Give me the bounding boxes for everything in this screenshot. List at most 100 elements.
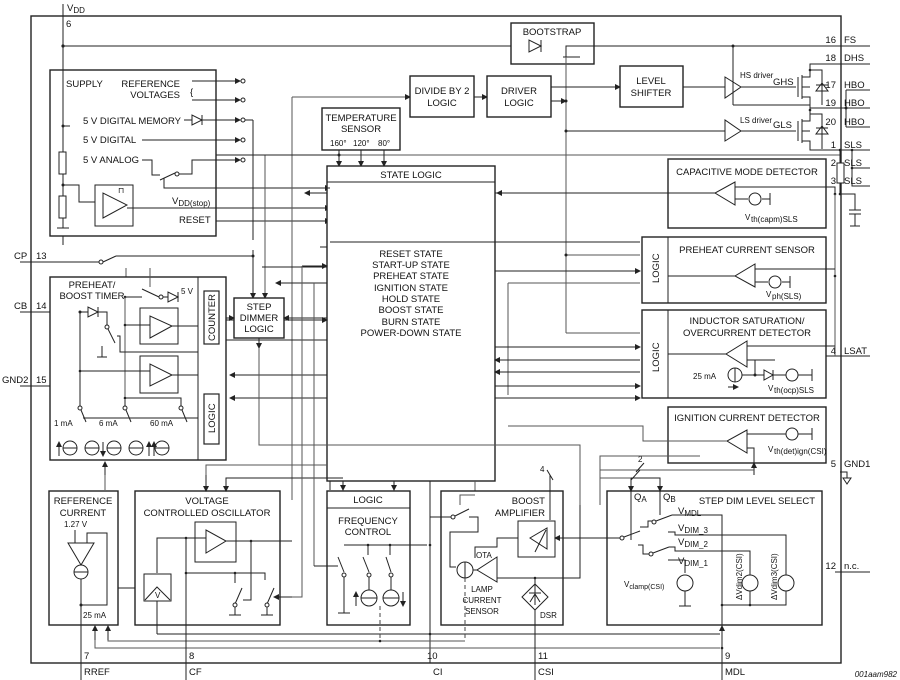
svg-text:V: V (768, 445, 774, 454)
vdim1-label: VDIM_1 (678, 556, 708, 568)
svg-text:16: 16 (825, 35, 836, 46)
svg-text:TEMPERATURE: TEMPERATURE (325, 113, 396, 124)
supply-title: SUPPLY (66, 79, 103, 90)
diode-icon (528, 39, 543, 53)
svg-text:2: 2 (831, 158, 836, 169)
svg-text:LOGIC: LOGIC (651, 253, 662, 283)
ignition-current-detector-block: IGNITION CURRENT DETECTOR V th(det)ign(C… (508, 406, 827, 470)
low-side-mosfet-icon (797, 105, 840, 151)
svg-text:19: 19 (825, 98, 836, 109)
svg-text:DHS: DHS (844, 53, 864, 64)
hs-driver: HS driver GHS (724, 71, 796, 99)
comparator-icon (725, 340, 748, 368)
ota-icon (476, 556, 498, 583)
voltage-source-icon (785, 427, 799, 441)
state-item: BURN STATE (382, 317, 441, 328)
svg-text:REFERENCE: REFERENCE (54, 496, 113, 507)
svg-text:SLS: SLS (844, 140, 862, 151)
switch-icon (652, 546, 670, 554)
switch-icon (234, 587, 243, 605)
switch-icon (159, 172, 176, 181)
svg-text:13: 13 (36, 251, 47, 262)
svg-text:GND2: GND2 (2, 375, 28, 386)
svg-text:SLS: SLS (844, 176, 862, 187)
state-item: PREHEAT STATE (373, 271, 449, 282)
svg-text:th(det)ign(CSI): th(det)ign(CSI) (774, 447, 827, 456)
svg-text:MDL: MDL (725, 667, 745, 678)
svg-text:9: 9 (725, 651, 730, 662)
svg-text:CB: CB (14, 301, 27, 312)
svg-text:11: 11 (538, 651, 548, 662)
state-logic-title: STATE LOGIC (380, 170, 442, 181)
svg-text:RREF: RREF (84, 667, 110, 678)
state-item: IGNITION STATE (374, 283, 448, 294)
svg-text:5 V: 5 V (181, 287, 194, 296)
svg-text:th(ocp)SLS: th(ocp)SLS (774, 386, 814, 395)
state-item: HOLD STATE (382, 294, 440, 305)
svg-text:3: 3 (831, 176, 836, 187)
resistor-icon (58, 195, 67, 219)
svg-text:CURRENT: CURRENT (462, 596, 501, 605)
svg-text:GHS: GHS (773, 77, 794, 88)
svg-text:DRIVER: DRIVER (501, 86, 537, 97)
svg-text:LOGIC: LOGIC (427, 98, 457, 109)
right-pins: 16 FS 18 DHS 17 HBO 19 HBO 20 HBO 1 SLS … (775, 35, 870, 573)
step-dim-level-select-block: STEP DIM LEVEL SELECT QA QB 2 VMDL VDIM_… (606, 455, 823, 650)
vmdl-label: VMDL (678, 506, 702, 518)
voltage-source-icon (748, 192, 762, 206)
svg-text:LOGIC: LOGIC (651, 342, 662, 372)
svg-text:OTA: OTA (476, 551, 493, 560)
svg-text:8: 8 (189, 651, 194, 662)
switch-icon (266, 587, 275, 605)
voltage-source-icon (785, 368, 799, 382)
capacitive-mode-detector-block: CAPACITIVE MODE DETECTOR V th(capm)SLS (495, 158, 836, 229)
svg-text:V: V (155, 591, 161, 600)
figure-id: 001aam982 (855, 670, 898, 679)
svg-text:BOOST: BOOST (512, 496, 545, 507)
svg-text:LOGIC: LOGIC (504, 98, 534, 109)
svg-text:SENSOR: SENSOR (341, 124, 381, 135)
supply-block: SUPPLY REFERENCE VOLTAGES { 5 V DIGITAL … (49, 60, 331, 237)
svg-text:V: V (768, 384, 774, 393)
state-item: START-UP STATE (372, 260, 450, 271)
bottom-pins: 7 RREF 8 CF 10 CI 11 CSI 9 MDL (84, 651, 745, 678)
svg-text:n.c.: n.c. (844, 561, 859, 572)
vdim2-label: VDIM_2 (678, 537, 708, 549)
svg-text:HBO: HBO (844, 117, 865, 128)
svg-text:LOGIC: LOGIC (244, 324, 274, 335)
svg-text:HBO: HBO (844, 98, 865, 109)
svg-text:25 mA: 25 mA (693, 372, 717, 381)
svg-text:LAMP: LAMP (471, 585, 493, 594)
reference-current-block: REFERENCE CURRENT 1.27 V 25 mA (48, 490, 119, 680)
high-side-mosfet-icon (797, 63, 840, 105)
comparator-icon (725, 429, 748, 454)
svg-text:BOOST TIMER: BOOST TIMER (59, 291, 124, 302)
ground-icon (338, 577, 350, 614)
switch-icon (107, 328, 116, 344)
svg-text:120°: 120° (353, 139, 370, 148)
digital-label: 5 V DIGITAL (83, 135, 136, 146)
ref-voltages-line1: REFERENCE (121, 79, 180, 90)
svg-text:BOOTSTRAP: BOOTSTRAP (523, 27, 582, 38)
ground-icon (261, 607, 273, 616)
reset-label: RESET (179, 215, 211, 226)
buffer-icon (724, 119, 742, 142)
voltage-source-icon (768, 275, 782, 289)
pin-6-number: 6 (66, 19, 71, 30)
bus-width-label: 4 (540, 465, 545, 474)
switch-icon (141, 288, 160, 298)
bootstrap-block: BOOTSTRAP (510, 22, 840, 65)
state-item: BOOST STATE (379, 305, 444, 316)
switch-icon (102, 255, 117, 263)
reference-voltage-outputs (240, 78, 246, 163)
svg-text:10: 10 (427, 651, 438, 662)
hysteresis-icon: ⊓ (118, 186, 124, 195)
logic-label: LOGIC (207, 403, 218, 433)
counter-label: COUNTER (207, 294, 218, 341)
capacitor-icon (839, 183, 861, 227)
switch-icon (454, 508, 470, 517)
svg-text:ph(SLS): ph(SLS) (772, 292, 802, 301)
svg-text:1: 1 (831, 140, 836, 151)
svg-text:PREHEAT/: PREHEAT/ (69, 280, 116, 291)
diode-icon (163, 291, 180, 303)
